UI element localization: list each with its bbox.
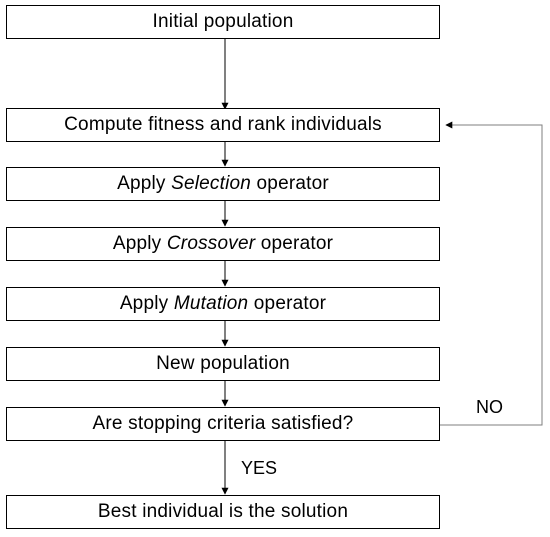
- step-best-individual: Best individual is the solution: [6, 495, 440, 529]
- step-compute-fitness: Compute fitness and rank individuals: [6, 108, 440, 142]
- branch-yes-label: YES: [241, 458, 278, 478]
- arrow-no-feedback-loop: [440, 121, 543, 426]
- step-apply-mutation: Apply Mutation operator: [6, 287, 440, 321]
- step-stopping-criteria: Are stopping criteria satisfied?: [6, 407, 440, 441]
- step-initial-population-label: Initial population: [152, 11, 294, 32]
- step-new-population: New population: [6, 347, 440, 381]
- step-initial-population: Initial population: [6, 5, 440, 39]
- step-stopping-criteria-label: Are stopping criteria satisfied?: [92, 413, 354, 434]
- step-compute-fitness-label: Compute fitness and rank individuals: [64, 114, 382, 135]
- step-best-individual-label: Best individual is the solution: [97, 501, 349, 522]
- branch-no-label: NO: [476, 397, 503, 417]
- step-apply-crossover-label: Apply Crossover operator: [112, 233, 334, 254]
- step-apply-selection-label: Apply Selection operator: [117, 173, 329, 194]
- step-apply-mutation-label: Apply Mutation operator: [119, 293, 327, 314]
- step-apply-selection: Apply Selection operator: [6, 167, 440, 201]
- step-apply-crossover: Apply Crossover operator: [6, 227, 440, 261]
- step-new-population-label: New population: [156, 353, 290, 374]
